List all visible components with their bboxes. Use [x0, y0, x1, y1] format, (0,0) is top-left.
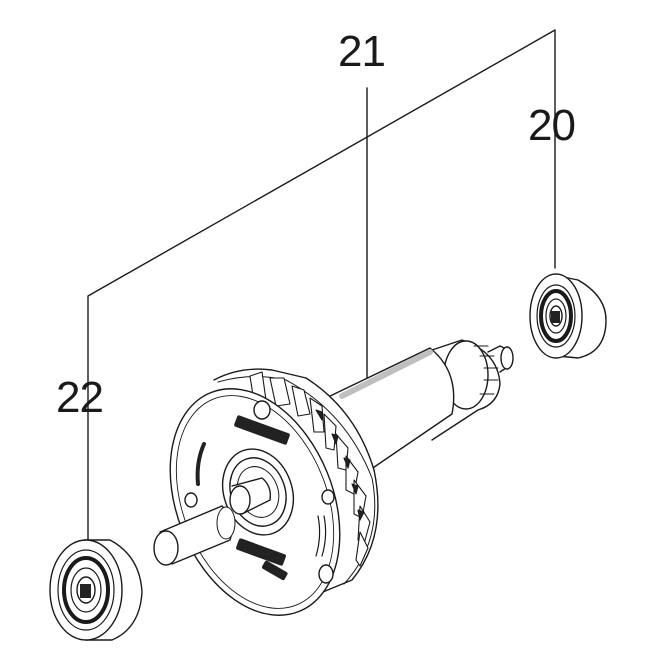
fan-blades [249, 371, 371, 567]
leader-line-22-20 [87, 29, 556, 546]
front-shaft [153, 477, 272, 566]
callout-part-22: 22 [56, 373, 104, 422]
callout-part-21: 21 [338, 27, 386, 76]
leader-lines [87, 29, 556, 546]
bearing-22 [49, 539, 143, 641]
callout-part-20: 20 [528, 101, 576, 150]
bearing-20 [529, 273, 607, 359]
